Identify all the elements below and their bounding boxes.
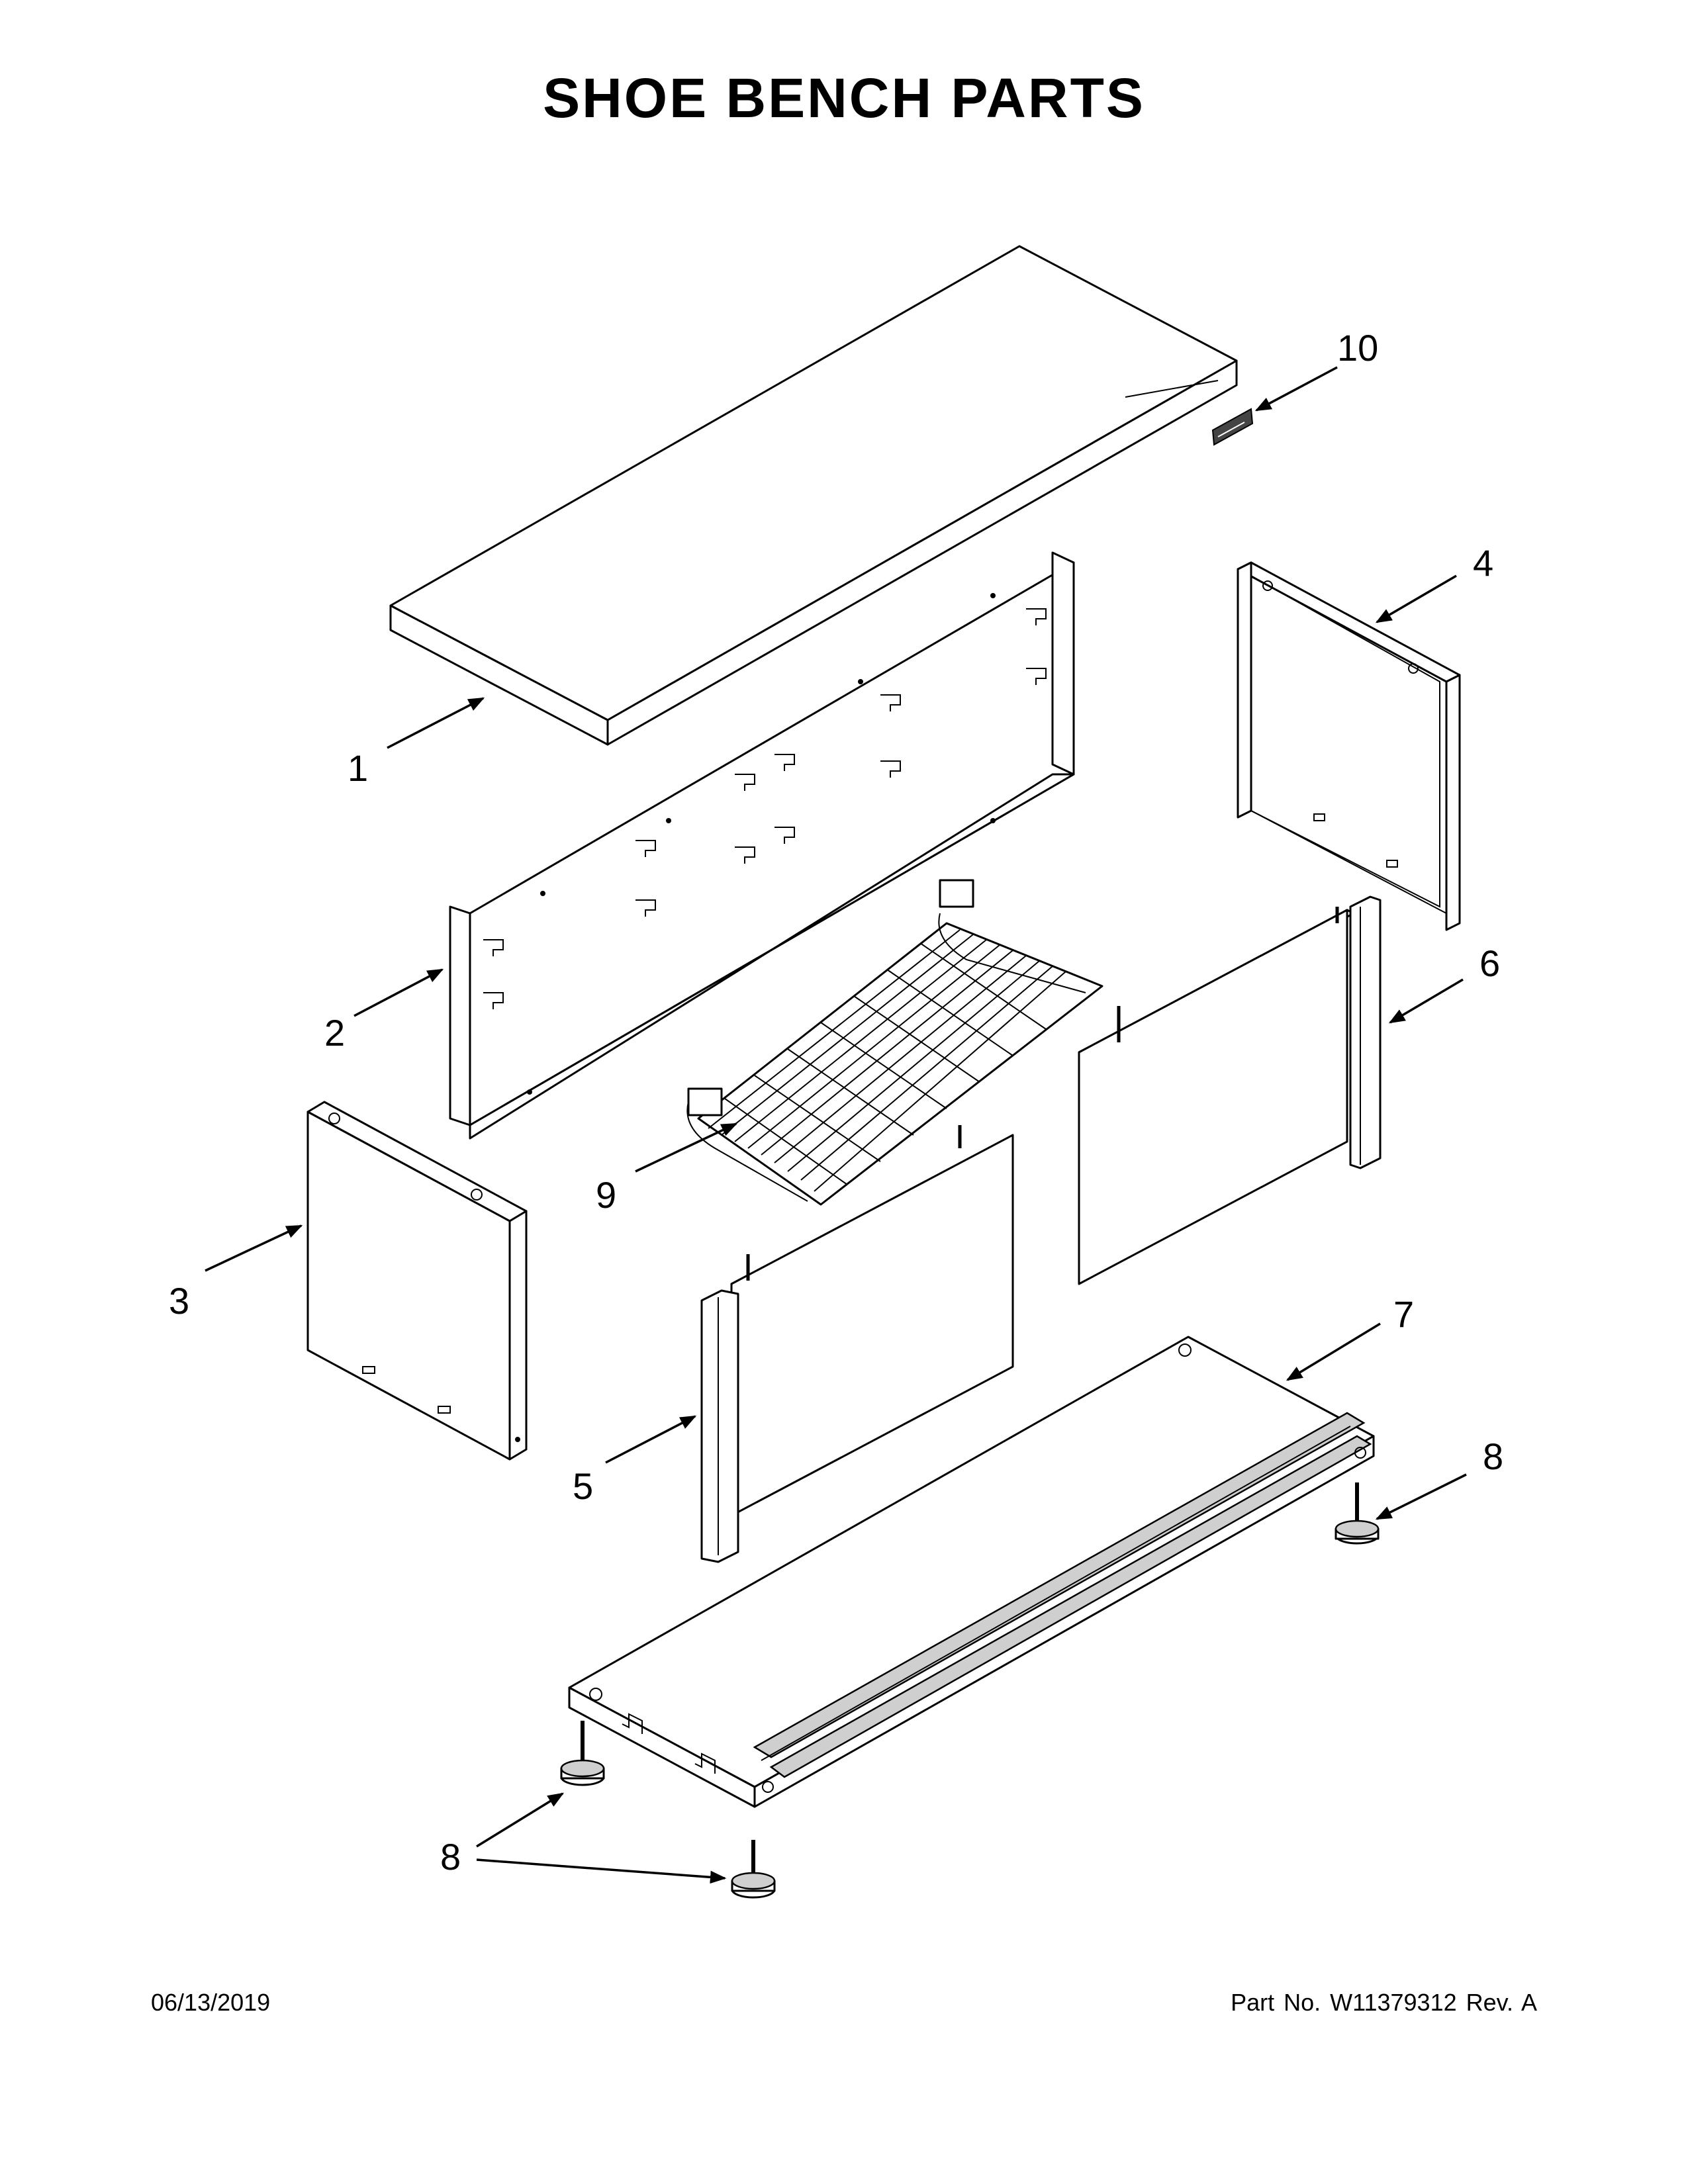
wire-shelf-part	[686, 879, 1103, 1206]
leader-8-right	[1375, 1473, 1467, 1520]
leader-2	[353, 968, 444, 1017]
leader-10	[1254, 366, 1338, 412]
callout-1: 1	[348, 747, 368, 789]
page-title: SHOE BENCH PARTS	[543, 67, 1145, 129]
leader-6	[1388, 978, 1464, 1024]
leader-4	[1375, 574, 1457, 623]
leader-1	[387, 697, 485, 749]
footer-date: 06/13/2019	[151, 1989, 271, 2016]
callout-2: 2	[324, 1012, 345, 1054]
callout-3: 3	[169, 1280, 189, 1322]
left-side-panel-part	[306, 1101, 528, 1461]
callout-5: 5	[573, 1465, 593, 1507]
right-door-part	[1078, 895, 1382, 1285]
leveling-leg-part-right	[1335, 1482, 1380, 1545]
left-door-part	[700, 1125, 1014, 1563]
label-plate-part	[1211, 408, 1254, 446]
base-part	[568, 1336, 1375, 1808]
leader-7	[1286, 1322, 1381, 1381]
callout-8-right: 8	[1483, 1435, 1503, 1477]
callout-10: 10	[1337, 327, 1378, 369]
bench-top-part	[389, 245, 1238, 746]
callout-labels: 1 2 3 4 5 6 7 8 8 9 10	[169, 327, 1503, 1878]
leader-3	[205, 1224, 303, 1272]
callout-6: 6	[1479, 942, 1500, 984]
leader-9	[635, 1122, 738, 1173]
leveling-leg-part-left	[560, 1721, 605, 1786]
leader-8-left	[476, 1792, 565, 1848]
leader-arrows	[205, 366, 1467, 1884]
callout-9: 9	[596, 1174, 616, 1216]
back-panel-part	[449, 551, 1075, 1140]
leveling-leg-part-front	[731, 1840, 776, 1899]
callout-8-left: 8	[440, 1836, 461, 1878]
callout-7: 7	[1393, 1293, 1414, 1335]
right-side-frame-part	[1237, 561, 1461, 931]
footer-part-number: Part No. W11379312 Rev. A	[1231, 1989, 1537, 2016]
leader-8-front	[476, 1858, 727, 1884]
callout-4: 4	[1473, 542, 1493, 584]
leader-5	[605, 1415, 697, 1464]
